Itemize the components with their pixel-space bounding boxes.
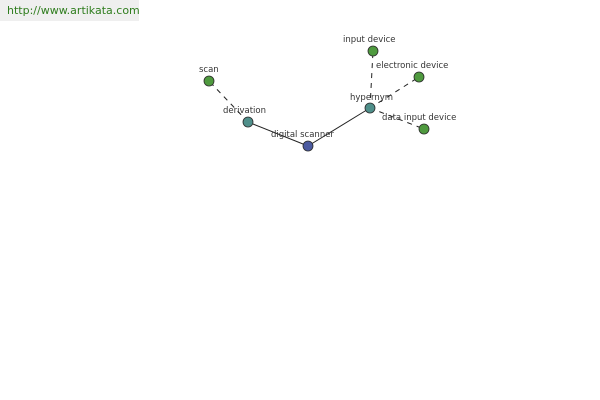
labels-layer: digital scanner derivation hypernym scan inp… <box>199 35 456 140</box>
node-label-hypernym[interactable]: hypernym <box>350 93 393 103</box>
node-electronic-device[interactable] <box>413 71 425 83</box>
node-label-derivation[interactable]: derivation <box>223 106 266 116</box>
node-label-data-input-device[interactable]: data input device <box>382 113 456 123</box>
node-data-input-device[interactable] <box>418 123 430 135</box>
node-scan[interactable] <box>203 75 215 87</box>
node-label-electronic-device[interactable]: electronic device <box>376 61 448 71</box>
node-hypernym[interactable] <box>364 102 376 114</box>
nodes-layer <box>203 45 430 152</box>
node-digital-scanner[interactable] <box>302 140 314 152</box>
watermark-link[interactable]: http://www.artikata.com <box>0 0 140 21</box>
edge-digital-scanner-hypernym <box>307 107 371 147</box>
node-derivation[interactable] <box>242 116 254 128</box>
node-label-scan[interactable]: scan <box>199 65 219 75</box>
node-label-digital-scanner[interactable]: digital scanner <box>271 130 334 140</box>
node-label-input-device[interactable]: input device <box>343 35 396 45</box>
edge-digital-scanner-derivation <box>247 121 309 147</box>
node-input-device[interactable] <box>367 45 379 57</box>
edges-layer <box>208 50 425 147</box>
